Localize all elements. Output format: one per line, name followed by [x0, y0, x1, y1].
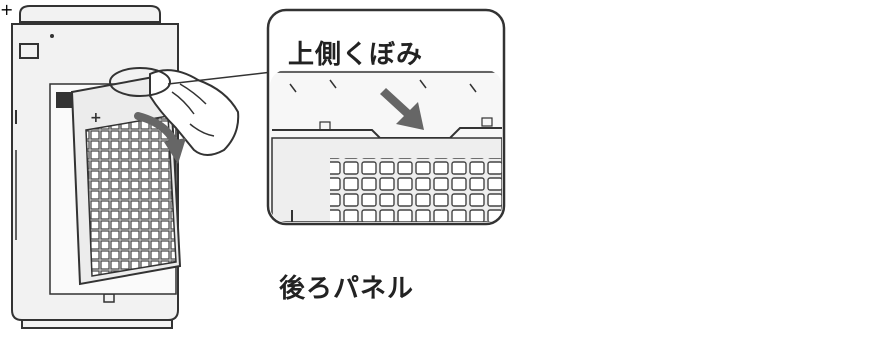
zoom-connector-line — [167, 71, 273, 85]
step-arrow-icon: + 上側くぼみ 後ろパネル const data = JSON.parse(do… — [0, 0, 422, 304]
zoom-inset — [266, 8, 506, 226]
press-arrow-icon — [380, 88, 424, 130]
panel-leader-line-2: + 上側くぼみ 後ろパネル const data = JSON.parse(do… — [0, 0, 422, 304]
pull-direction-arrow-icon — [134, 112, 186, 164]
right-back-panel: + — [0, 0, 14, 19]
panel-leader-line: + 上側くぼみ 後ろパネル const data = JSON.parse(do… — [0, 0, 422, 304]
left-back-panel: + — [70, 67, 240, 286]
back-panel-label: 後ろパネル — [279, 274, 415, 304]
inset-title: 上側くぼみ — [288, 40, 424, 70]
svg-text:+: + — [90, 110, 102, 126]
